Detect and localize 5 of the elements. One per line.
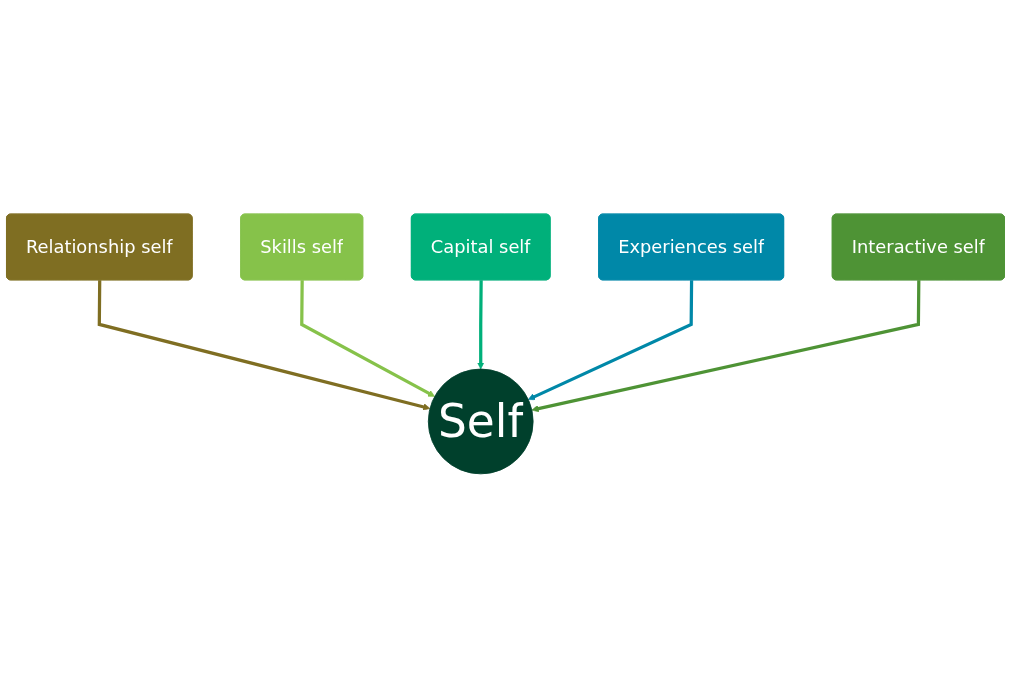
arrow [477,280,485,370]
arrow [531,280,921,413]
arrow [97,280,431,411]
arrow [528,280,694,401]
arrow [300,280,435,397]
